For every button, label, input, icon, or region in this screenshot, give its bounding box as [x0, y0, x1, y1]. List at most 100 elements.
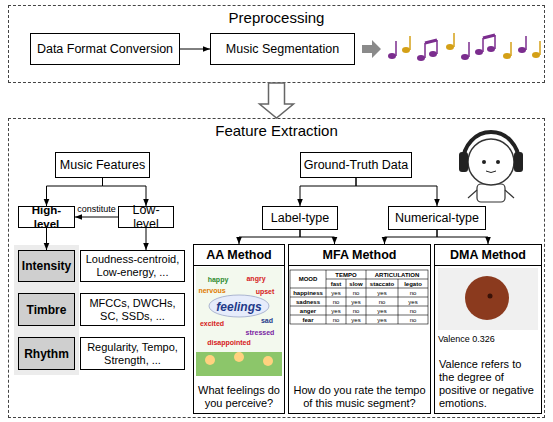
feelings-illustration — [196, 267, 282, 376]
illustration-label: staccato — [366, 279, 398, 288]
node-label: Rhythm — [24, 347, 69, 361]
illustration-bg — [196, 267, 282, 376]
note-stem — [424, 43, 426, 58]
cartoon-head — [234, 352, 244, 362]
table-rule — [290, 306, 428, 307]
node-label: Data Format Conversion — [37, 42, 173, 56]
node-label: MFCCs, DWCHs, SC, SSDs, ... — [83, 297, 182, 323]
listener-figure — [459, 132, 523, 202]
gray-arrow — [362, 40, 381, 58]
connector-arrow — [239, 230, 300, 244]
table-rule — [290, 315, 428, 316]
illustration-label: yes — [346, 315, 366, 324]
group-frame: PreprocessingData Format ConversionMusic… — [8, 5, 545, 83]
figure-eye — [496, 160, 500, 164]
illustration-label: upset — [250, 286, 280, 296]
level-box: Low-level — [118, 206, 174, 228]
figure-mouth — [486, 171, 496, 173]
illustration-label: slow — [346, 279, 366, 288]
feature-list-box: MFCCs, DWCHs, SC, SSDs, ... — [80, 293, 185, 326]
note-head — [417, 55, 425, 61]
dial-bg — [438, 268, 538, 330]
illustration-label: legato — [398, 279, 428, 288]
note-stem — [436, 40, 438, 54]
note-head — [461, 54, 469, 60]
note-head — [475, 49, 483, 55]
note-head — [388, 53, 396, 59]
illustration-label: nervous — [196, 285, 228, 295]
illustration-label: fast — [326, 279, 346, 288]
illustration-label: no — [346, 288, 366, 297]
illustration-label: sadness — [290, 297, 326, 306]
method-question: How do you rate the tempo of this music … — [293, 384, 426, 410]
illustration-label: no — [398, 288, 428, 297]
illustration-label: yes — [366, 315, 398, 324]
connector-arrow — [300, 178, 356, 206]
node-label: Music Segmentation — [226, 42, 339, 56]
feature-list-box: Regularity, Tempo, Strength, ... — [80, 337, 185, 370]
illustration-label: Valence 0.326 — [438, 334, 538, 345]
note-stem — [409, 36, 411, 50]
method-heading: DMA Method — [435, 245, 541, 266]
table-rule — [326, 270, 327, 324]
illustration-label: disappointed — [203, 337, 255, 347]
illustration-label: ARTICULATION — [366, 270, 428, 279]
method-question: Valence refers to the degree of positive… — [439, 358, 537, 410]
illustration-label: yes — [366, 288, 398, 297]
illustration-label: yes — [326, 306, 346, 315]
illustration-label: happiness — [290, 288, 326, 297]
table-rule — [398, 279, 399, 324]
feature-box: Rhythm — [18, 337, 75, 370]
note-stem — [525, 36, 527, 50]
valence-dial — [438, 268, 538, 330]
type-box: Label-type — [262, 206, 338, 230]
note-head — [446, 44, 454, 50]
word-cloud — [209, 295, 269, 317]
table-rule — [326, 279, 428, 280]
method-heading: MFA Method — [289, 245, 430, 266]
process-box: Data Format Conversion — [30, 33, 180, 65]
connector-arrow — [300, 230, 335, 244]
headphone-cup — [459, 152, 468, 172]
illustration-label: yes — [366, 306, 398, 315]
note-stem — [494, 35, 496, 49]
illustration-label: yes — [346, 297, 366, 306]
note-head — [503, 53, 511, 59]
valence-dot — [488, 294, 493, 299]
node-label: Loudness-centroid, Low-energy, ... — [83, 253, 182, 279]
note-stem — [468, 42, 470, 57]
level-box: High-level — [18, 206, 75, 228]
illustration-label: no — [326, 315, 346, 324]
cartoon-head — [205, 355, 215, 365]
illustration-label: MOOD — [290, 270, 326, 288]
node-label: Music Features — [60, 158, 145, 172]
illustration-label: yes — [398, 297, 428, 306]
group-title: Feature Extraction — [9, 122, 544, 140]
illustration-label: TEMPO — [326, 270, 366, 279]
category-box: Ground-Truth Data — [300, 152, 412, 178]
table-frame — [290, 270, 428, 324]
connector-arrow — [75, 217, 118, 218]
figure-eye — [482, 160, 486, 164]
illustration-label: excited — [197, 318, 227, 328]
figure-head — [468, 139, 514, 185]
connector-arrow — [385, 230, 438, 244]
method-question: What feelings do you perceive? — [198, 384, 280, 410]
table-rule — [366, 270, 367, 324]
note-head — [518, 47, 526, 53]
type-box: Numerical-type — [388, 206, 486, 230]
illustration-label: sad — [255, 315, 279, 325]
connector-arrow — [103, 178, 147, 206]
table-rule — [290, 288, 428, 289]
illustration-label: no — [326, 297, 346, 306]
note-head — [487, 46, 495, 52]
node-label: Numerical-type — [395, 211, 479, 225]
illustration-label: anger — [290, 306, 326, 315]
note-stem — [453, 33, 455, 47]
node-label: Timbre — [27, 303, 67, 317]
node-label: Regularity, Tempo, Strength, ... — [83, 341, 182, 367]
feature-box: Timbre — [18, 293, 75, 326]
note-stem — [539, 41, 541, 55]
illustration-label: stressed — [241, 327, 279, 337]
note-beam — [483, 35, 495, 38]
